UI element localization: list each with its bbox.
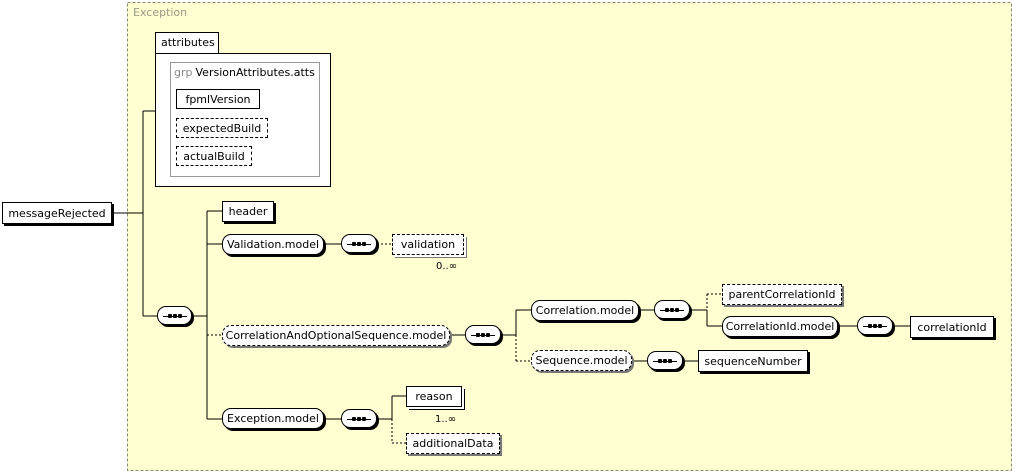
- element-additional-data[interactable]: additionalData: [406, 433, 500, 454]
- group-exception-model[interactable]: Exception.model: [222, 408, 324, 429]
- reason-cardinality: 1..∞: [435, 414, 457, 425]
- element-validation[interactable]: validation: [392, 234, 464, 255]
- sequence-icon: [347, 416, 371, 422]
- element-parent-correlation-id[interactable]: parentCorrelationId: [722, 284, 842, 305]
- sequence-model-sequence-compositor[interactable]: [647, 351, 683, 370]
- validation-sequence-compositor[interactable]: [341, 234, 377, 253]
- connector-lines: [113, 110, 910, 444]
- group-validation-model[interactable]: Validation.model: [222, 234, 324, 255]
- container-label: Exception: [133, 6, 188, 19]
- sequence-icon: [347, 241, 371, 247]
- attributes-tab: attributes: [155, 32, 219, 54]
- sequence-icon: [653, 358, 677, 364]
- group-correlation-model[interactable]: Correlation.model: [531, 300, 639, 321]
- correlation-model-sequence-compositor[interactable]: [654, 300, 690, 319]
- element-correlation-id[interactable]: correlationId: [910, 316, 994, 338]
- correlation-id-sequence-compositor[interactable]: [857, 316, 893, 335]
- root-element-message-rejected[interactable]: messageRejected: [2, 202, 112, 224]
- validation-cardinality: 0..∞: [436, 261, 458, 272]
- exception-sequence-compositor[interactable]: [341, 409, 377, 428]
- sequence-icon: [471, 332, 495, 338]
- group-keyword: grp: [174, 66, 193, 79]
- sequence-icon: [863, 323, 887, 329]
- element-sequence-number[interactable]: sequenceNumber: [698, 350, 808, 372]
- attr-actual-build[interactable]: actualBuild: [176, 146, 252, 166]
- element-header[interactable]: header: [222, 201, 274, 222]
- group-correlation-and-optional-sequence-model[interactable]: CorrelationAndOptionalSequence.model: [222, 325, 450, 346]
- main-sequence-compositor[interactable]: [157, 306, 192, 325]
- element-reason[interactable]: reason: [406, 386, 462, 407]
- attr-fpml-version[interactable]: fpmlVersion: [176, 89, 260, 109]
- correlation-sequence-compositor[interactable]: [465, 325, 501, 344]
- group-sequence-model[interactable]: Sequence.model: [531, 350, 632, 371]
- sequence-icon: [660, 307, 684, 313]
- attr-expected-build[interactable]: expectedBuild: [176, 118, 268, 138]
- group-name: VersionAttributes.atts: [195, 66, 315, 79]
- group-correlation-id-model[interactable]: CorrelationId.model: [722, 316, 838, 337]
- sequence-icon: [162, 313, 187, 319]
